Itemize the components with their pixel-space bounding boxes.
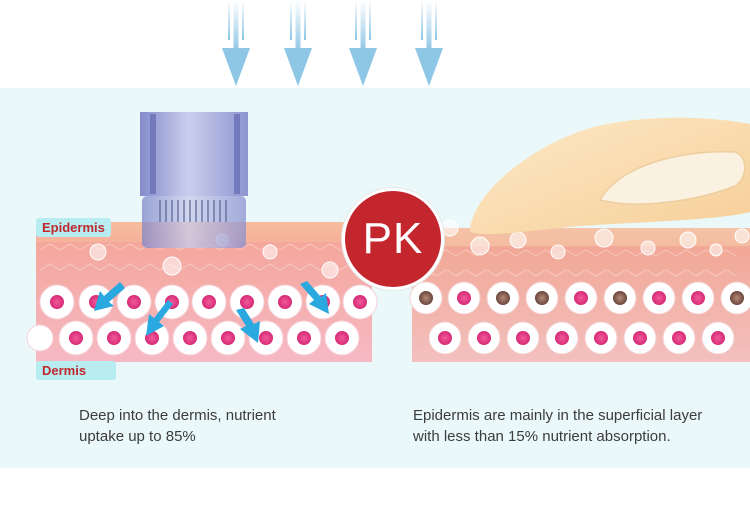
down-arrow-icon [349, 0, 377, 86]
nutrient-flow-arrow-icon [94, 281, 329, 343]
left-cells [26, 284, 378, 356]
dermis-label: Dermis [36, 361, 116, 380]
right-caption: Epidermis are mainly in the superficial … [413, 405, 749, 447]
epidermis-label: Epidermis [36, 218, 111, 237]
down-arrow-icon [415, 0, 443, 86]
microneedle-device-icon [140, 112, 248, 248]
pk-badge: PK [342, 188, 444, 290]
right-cells [409, 281, 750, 355]
left-caption-line-1: Deep into the dermis, nutrient [79, 407, 276, 424]
down-arrow-icon [222, 0, 250, 86]
finger-icon [470, 117, 750, 235]
left-caption: Deep into the dermis, nutrient uptake up… [79, 405, 359, 447]
top-arrows [222, 0, 443, 86]
right-caption-line-2: with less than 15% nutrient absorption. [413, 428, 671, 445]
left-caption-line-2: uptake up to 85% [79, 428, 196, 445]
right-caption-line-1: Epidermis are mainly in the superficial … [413, 407, 703, 424]
nutrient-bubbles [89, 219, 750, 279]
down-arrow-icon [284, 0, 312, 86]
pk-text: PK [362, 214, 424, 263]
